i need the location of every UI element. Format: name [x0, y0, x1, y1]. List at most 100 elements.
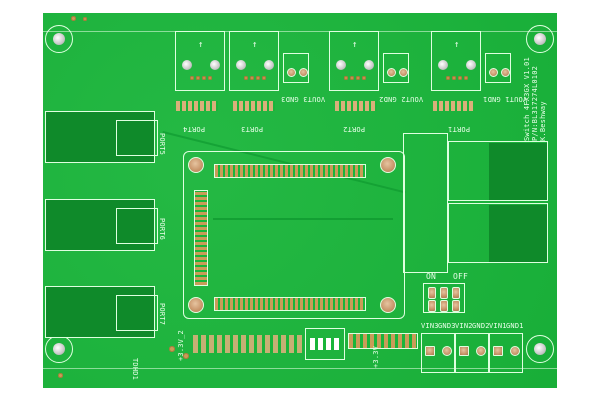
hole-icon: [264, 60, 274, 70]
pad: [350, 76, 354, 80]
module-mount-pad: [188, 157, 204, 173]
pad: [190, 76, 194, 80]
label-port7: PORT7: [158, 303, 166, 326]
module-mount-pad: [380, 297, 396, 313]
pad: [344, 76, 348, 80]
pad: [399, 68, 408, 77]
label-vin1: VIN1: [489, 322, 507, 330]
label-power-3v3: +3.3V: [372, 345, 380, 368]
mounting-hole-bottom-left: [45, 335, 73, 363]
header-bottom-right: [348, 333, 418, 349]
pad: [244, 76, 248, 80]
pad: [452, 76, 456, 80]
switch-on-label: ON: [426, 272, 437, 281]
sfp-right-upper: [448, 141, 548, 201]
arrow-up-icon: ↑: [352, 40, 358, 50]
shield-fill: [489, 205, 547, 262]
hole-icon: [182, 60, 192, 70]
label-gnd3: GND3: [438, 322, 456, 330]
pad: [196, 76, 200, 80]
led-pad: [183, 353, 189, 359]
resistor-array-port2: [335, 101, 377, 111]
terminal-vin3: [421, 333, 455, 373]
jumper-block[interactable]: [305, 328, 345, 360]
terminal-vin1: [489, 333, 523, 373]
rj45-jack-port3: ↑: [229, 31, 279, 91]
header-top: [214, 164, 366, 178]
mounting-hole-top-left: [45, 25, 73, 53]
pad: [425, 346, 435, 356]
pad: [208, 76, 212, 80]
label-port5: PORT5: [158, 133, 166, 156]
terminal-vout2: [383, 53, 409, 83]
shield-fill: [489, 143, 547, 200]
hole-icon: [336, 60, 346, 70]
jumper-caps: [310, 338, 342, 350]
label-port1: PORT1: [448, 125, 471, 133]
pad: [476, 346, 486, 356]
pad: [458, 76, 462, 80]
hole-icon: [534, 343, 546, 355]
switch-off-label: OFF: [453, 272, 469, 281]
hole-icon: [466, 60, 476, 70]
mounting-hole-bottom-right: [526, 335, 554, 363]
pad: [428, 300, 436, 312]
label-vin3: VIN3: [421, 322, 439, 330]
pad: [250, 76, 254, 80]
resistor-array-port1: [433, 101, 475, 111]
pcb-board: PORT5 PORT6 PORT7 ↑ ↑ VOUT3 GND3 ↑: [43, 13, 557, 388]
module-mount-pad: [188, 297, 204, 313]
pad: [387, 68, 396, 77]
pad: [510, 346, 520, 356]
module-mount-pad: [380, 157, 396, 173]
resistor-array-port4: [176, 101, 218, 111]
sfp-connector: [116, 295, 158, 331]
board-edge-top: [43, 31, 557, 32]
terminal-vin2: [455, 333, 489, 373]
arrow-up-icon: ↑: [454, 40, 460, 50]
label-vout3-gnd3: VOUT3 GND3: [281, 95, 326, 103]
rj45-jack-port4: ↑: [175, 31, 225, 91]
pad: [446, 76, 450, 80]
sfp-cage-port5: [45, 111, 158, 163]
via: [71, 16, 76, 21]
dip-switch[interactable]: [423, 283, 465, 313]
pad: [299, 68, 308, 77]
power-terminal-labels: VIN3 GND3 VIN2 GND2 VIN1 GND1: [421, 322, 524, 330]
pad: [262, 76, 266, 80]
pad: [464, 76, 468, 80]
hole-icon: [534, 33, 546, 45]
mounting-hole-top-right: [526, 25, 554, 53]
terminal-vout3: [283, 53, 309, 83]
via: [58, 373, 63, 378]
hole-icon: [53, 33, 65, 45]
pad: [493, 346, 503, 356]
header-bottom: [214, 297, 366, 311]
hole-icon: [438, 60, 448, 70]
pad: [428, 287, 436, 299]
label-gnd1: GND1: [506, 322, 524, 330]
arrow-up-icon: ↑: [252, 40, 258, 50]
pad: [440, 300, 448, 312]
pad: [362, 76, 366, 80]
sfp-cage-port6: [45, 199, 158, 251]
rj45-jack-port1: ↑: [431, 31, 481, 91]
pad: [501, 68, 510, 77]
pad: [452, 300, 460, 312]
label-vin2: VIN2: [455, 322, 473, 330]
pad: [287, 68, 296, 77]
pad: [459, 346, 469, 356]
header-left: [194, 190, 208, 286]
sfp-connector: [116, 120, 158, 156]
via: [83, 17, 87, 21]
label-port2: PORT2: [343, 125, 366, 133]
label-test-point: TDHD1: [131, 358, 139, 381]
pad: [256, 76, 260, 80]
arrow-up-icon: ↑: [198, 40, 204, 50]
hole-icon: [236, 60, 246, 70]
sfp-cage-port7: [45, 286, 158, 338]
rj45-jack-port2: ↑: [329, 31, 379, 91]
sfp-connector: [116, 208, 158, 244]
pad: [202, 76, 206, 80]
sfp-right-lower: [448, 203, 548, 263]
